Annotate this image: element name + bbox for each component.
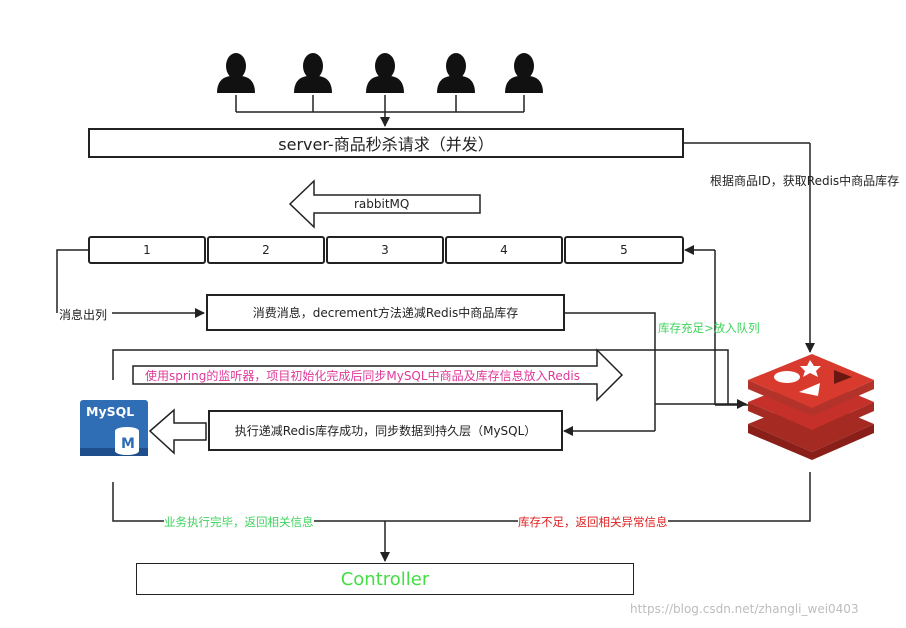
persist-box-label: 执行递减Redis库存成功，同步数据到持久层（MySQL） [234, 424, 537, 438]
queue-slot: 2 [207, 236, 325, 264]
user-icon [505, 53, 543, 93]
mysql-logo-text: MySQL [86, 404, 135, 419]
server-to-redis-connector [683, 142, 815, 353]
rabbitmq-arrow [288, 179, 481, 229]
persist-box: 执行递减Redis库存成功，同步数据到持久层（MySQL） [208, 410, 563, 451]
stock-ok-label: 库存充足>放入队列 [658, 321, 760, 335]
users-connector [235, 95, 525, 127]
queue-slot-label: 4 [500, 243, 508, 257]
controller-box: Controller [136, 563, 634, 595]
get-stock-label: 根据商品ID，获取Redis中商品库存 [710, 174, 900, 188]
user-icon-group [217, 53, 543, 93]
queue-slot: 1 [88, 236, 206, 264]
mysql-icon [80, 400, 148, 456]
consume-box: 消费消息，decrement方法递减Redis中商品库存 [206, 294, 565, 331]
queue-slot: 5 [564, 236, 684, 264]
listener-arrow [132, 348, 624, 402]
mysql-logo-letter: M [121, 436, 135, 452]
queue-slot-label: 5 [620, 243, 628, 257]
consume-to-persist-connector [563, 312, 656, 436]
user-icon [437, 53, 475, 93]
queue-slot-label: 3 [381, 243, 389, 257]
user-icon [294, 53, 332, 93]
redis-icon [748, 354, 874, 460]
controller-box-label: Controller [340, 568, 430, 590]
queue-slot: 4 [445, 236, 563, 264]
return-connector [112, 472, 811, 562]
consume-box-label: 消费消息，decrement方法递减Redis中商品库存 [252, 306, 519, 320]
fail-label: 库存不足，返回相关异常信息 [518, 514, 668, 530]
listener-connector [112, 349, 729, 405]
user-icon [217, 53, 255, 93]
success-label: 业务执行完毕，返回相关信息 [164, 514, 314, 530]
server-box-label: server-商品秒杀请求（并发） [278, 135, 494, 154]
server-box: server-商品秒杀请求（并发） [88, 128, 684, 158]
user-icon [366, 53, 404, 93]
watermark: https://blog.csdn.net/zhangli_wei0403 [630, 602, 859, 616]
persist-arrow [148, 408, 207, 455]
queue-slot-label: 1 [143, 243, 151, 257]
queue-slot: 3 [326, 236, 444, 264]
dequeue-connector [56, 249, 205, 318]
listener-label: 使用spring的监听器，项目初始化完成后同步MySQL中商品及库存信息放入Re… [145, 369, 580, 383]
rabbitmq-label: rabbitMQ [354, 197, 410, 211]
dequeue-label: 消息出列 [59, 308, 108, 322]
queue-slot-label: 2 [262, 243, 270, 257]
